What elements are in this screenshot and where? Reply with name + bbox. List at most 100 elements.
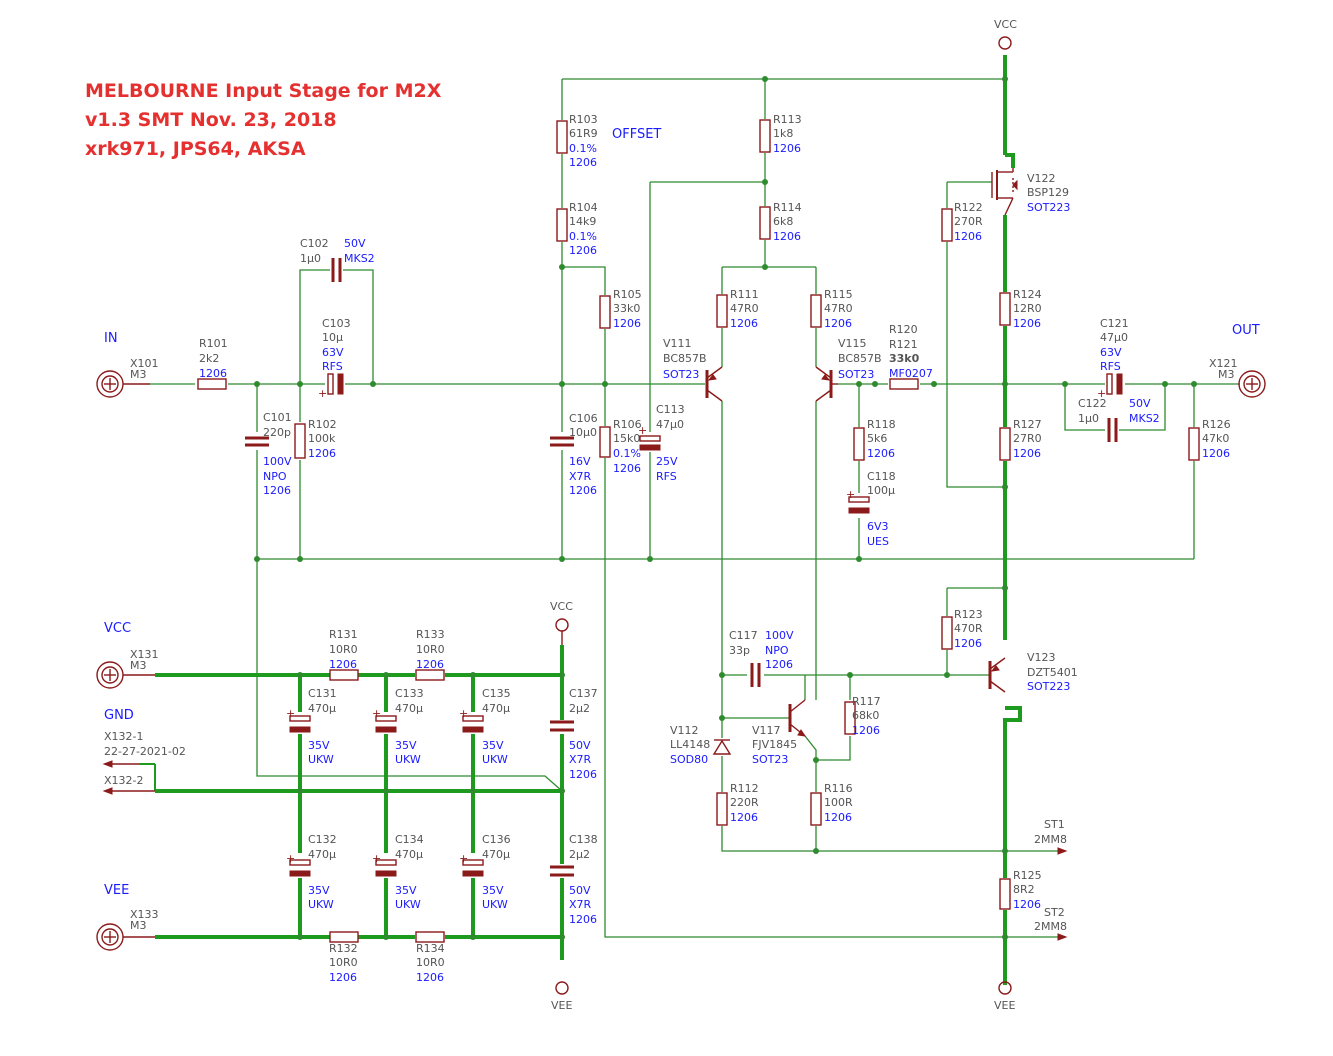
resistor-r134[interactable]: R134 10R0 1206 bbox=[415, 931, 445, 984]
transistor-v115[interactable]: V115 BC857B SOT23 bbox=[815, 337, 882, 402]
capacitor-c122[interactable]: C122 1µ0 50V MKS2 bbox=[1078, 397, 1160, 442]
resistor-r127[interactable]: R127 27R0 1206 bbox=[999, 418, 1042, 461]
capacitor-c106[interactable]: C106 10µ0 16V X7R 1206 bbox=[550, 412, 598, 497]
connector-x101[interactable]: X101 M3 bbox=[96, 357, 159, 398]
resistor-r131[interactable]: R131 10R0 1206 bbox=[329, 628, 359, 681]
svg-text:R114: R114 bbox=[773, 201, 802, 214]
svg-text:1206: 1206 bbox=[852, 724, 880, 737]
svg-text:C113: C113 bbox=[656, 403, 685, 416]
vee-mid-terminal bbox=[555, 981, 569, 995]
resistor-r112[interactable]: R112 220R 1206 bbox=[716, 782, 759, 826]
capacitor-c138[interactable]: C138 2µ2 50V X7R 1206 bbox=[550, 833, 598, 926]
svg-text:R113: R113 bbox=[773, 113, 802, 126]
svg-text:10µ: 10µ bbox=[322, 331, 343, 344]
capacitor-c101[interactable]: C101 220p 100V NPO 1206 bbox=[245, 411, 292, 497]
mosfet-v122[interactable]: V122 BSP129 SOT223 bbox=[991, 168, 1070, 216]
resistor-r104[interactable]: R104 14k9 0.1% 1206 bbox=[556, 201, 598, 257]
svg-text:X132-2: X132-2 bbox=[104, 774, 144, 787]
title-line-2: v1.3 SMT Nov. 23, 2018 bbox=[85, 109, 337, 131]
title-line-1: MELBOURNE Input Stage for M2X bbox=[85, 80, 442, 102]
svg-text:R122: R122 bbox=[954, 201, 983, 214]
svg-text:1206: 1206 bbox=[773, 230, 801, 243]
capacitor-c135[interactable]: + C135 470µ 35V UKW bbox=[459, 687, 511, 766]
connector-x121[interactable]: X121 M3 bbox=[1209, 357, 1266, 398]
resistor-r123[interactable]: R123 470R 1206 bbox=[941, 608, 983, 650]
resistor-r115[interactable]: R115 47R0 1206 bbox=[810, 288, 853, 330]
connector-x133[interactable]: X133 M3 bbox=[96, 908, 159, 951]
capacitor-c102[interactable]: C102 1µ0 50V MKS2 bbox=[300, 237, 375, 282]
capacitor-c134[interactable]: + C134 470µ 35V UKW bbox=[372, 833, 424, 911]
resistor-r124[interactable]: R124 12R0 1206 bbox=[999, 288, 1042, 330]
svg-text:RFS: RFS bbox=[1100, 360, 1121, 373]
capacitor-c121[interactable]: + C121 47µ0 63V RFS bbox=[1097, 317, 1129, 400]
junctions bbox=[254, 76, 1197, 940]
resistor-r117[interactable]: R117 68k0 1206 bbox=[844, 695, 881, 737]
capacitor-c133[interactable]: + C133 470µ 35V UKW bbox=[372, 687, 424, 766]
svg-text:15k0: 15k0 bbox=[613, 432, 640, 445]
svg-text:1206: 1206 bbox=[569, 768, 597, 781]
svg-text:R133: R133 bbox=[416, 628, 445, 641]
transistor-v117[interactable]: V117 FJV1845 SOT23 bbox=[752, 699, 807, 766]
svg-text:22-27-2021-02: 22-27-2021-02 bbox=[104, 745, 186, 758]
resistor-r113[interactable]: R113 1k8 1206 bbox=[759, 113, 802, 155]
capacitor-c118[interactable]: + C118 100µ 6V3 UES bbox=[846, 470, 896, 548]
resistor-r125[interactable]: R125 8R2 1206 bbox=[999, 869, 1042, 911]
svg-text:1206: 1206 bbox=[824, 811, 852, 824]
capacitor-c136[interactable]: + C136 470µ 35V UKW bbox=[459, 833, 511, 911]
transistor-v111[interactable]: V111 BC857B SOT23 bbox=[663, 337, 723, 402]
svg-text:50V: 50V bbox=[569, 884, 591, 897]
resistor-r103[interactable]: R103 61R9 0.1% 1206 bbox=[556, 113, 598, 169]
svg-text:UKW: UKW bbox=[482, 898, 508, 911]
capacitor-c113[interactable]: + C113 47µ0 25V RFS bbox=[638, 403, 685, 483]
capacitor-c137[interactable]: C137 2µ2 50V X7R 1206 bbox=[550, 687, 598, 781]
connector-st2[interactable]: ST2 2MM8 bbox=[1034, 906, 1068, 941]
capacitor-c132[interactable]: + C132 470µ 35V UKW bbox=[286, 833, 337, 911]
capacitor-c131[interactable]: + C131 470µ 35V UKW bbox=[286, 687, 337, 766]
resistor-r120-r121[interactable]: R120 R121 33k0 MF0207 bbox=[889, 323, 933, 390]
resistor-r106[interactable]: R106 15k0 0.1% 1206 bbox=[599, 418, 642, 475]
svg-text:X132-1: X132-1 bbox=[104, 730, 144, 743]
vee-bot-label: VEE bbox=[994, 999, 1015, 1012]
title-block: MELBOURNE Input Stage for M2X v1.3 SMT N… bbox=[85, 80, 442, 160]
svg-text:1206: 1206 bbox=[416, 971, 444, 984]
resistor-r101[interactable]: R101 2k2 1206 bbox=[197, 337, 228, 390]
net-vee-label: VEE bbox=[104, 883, 129, 898]
svg-text:R126: R126 bbox=[1202, 418, 1231, 431]
capacitor-c103[interactable]: + C103 10µ 63V RFS bbox=[318, 317, 351, 400]
resistor-r102[interactable]: R102 100k 1206 bbox=[294, 418, 337, 460]
resistor-r122[interactable]: R122 270R 1206 bbox=[941, 201, 983, 243]
connector-x131[interactable]: X131 M3 bbox=[96, 648, 159, 689]
svg-text:R101: R101 bbox=[199, 337, 228, 350]
resistor-r132[interactable]: R132 10R0 1206 bbox=[329, 931, 359, 984]
svg-text:UKW: UKW bbox=[308, 753, 334, 766]
resistor-r126[interactable]: R126 47k0 1206 bbox=[1188, 418, 1231, 461]
transistor-v123[interactable]: V123 DZT5401 SOT223 bbox=[988, 651, 1078, 693]
svg-text:1µ0: 1µ0 bbox=[1078, 412, 1099, 425]
resistor-r111[interactable]: R111 47R0 1206 bbox=[716, 288, 759, 330]
vcc-top-label: VCC bbox=[994, 18, 1017, 31]
svg-text:R123: R123 bbox=[954, 608, 983, 621]
connector-x132[interactable]: X132-1 22-27-2021-02 X132-2 bbox=[102, 730, 186, 795]
resistor-r114[interactable]: R114 6k8 1206 bbox=[759, 201, 802, 243]
resistor-r116[interactable]: R116 100R 1206 bbox=[810, 782, 853, 826]
svg-text:1206: 1206 bbox=[730, 811, 758, 824]
connector-st1[interactable]: ST1 2MM8 bbox=[1034, 818, 1068, 855]
svg-text:50V: 50V bbox=[344, 237, 366, 250]
svg-text:R111: R111 bbox=[730, 288, 759, 301]
svg-text:470µ: 470µ bbox=[482, 702, 510, 715]
svg-text:MKS2: MKS2 bbox=[1129, 412, 1160, 425]
svg-text:X133: X133 bbox=[130, 908, 159, 921]
svg-text:470µ: 470µ bbox=[308, 702, 336, 715]
svg-text:100V: 100V bbox=[263, 455, 292, 468]
capacitor-c117[interactable]: C117 33p 100V NPO 1206 bbox=[729, 629, 794, 687]
resistor-r133[interactable]: R133 10R0 1206 bbox=[415, 628, 445, 681]
vee-mid-label: VEE bbox=[551, 999, 572, 1012]
svg-text:C138: C138 bbox=[569, 833, 598, 846]
svg-text:R121: R121 bbox=[889, 338, 918, 351]
svg-text:35V: 35V bbox=[482, 739, 504, 752]
svg-text:1k8: 1k8 bbox=[773, 127, 793, 140]
resistor-r105[interactable]: R105 33k0 1206 bbox=[599, 288, 642, 330]
resistor-r118[interactable]: R118 5k6 1206 bbox=[853, 418, 896, 461]
supply-terminals bbox=[555, 36, 1012, 995]
diode-v112[interactable]: V112 LL4148 SOD80 bbox=[670, 724, 732, 766]
